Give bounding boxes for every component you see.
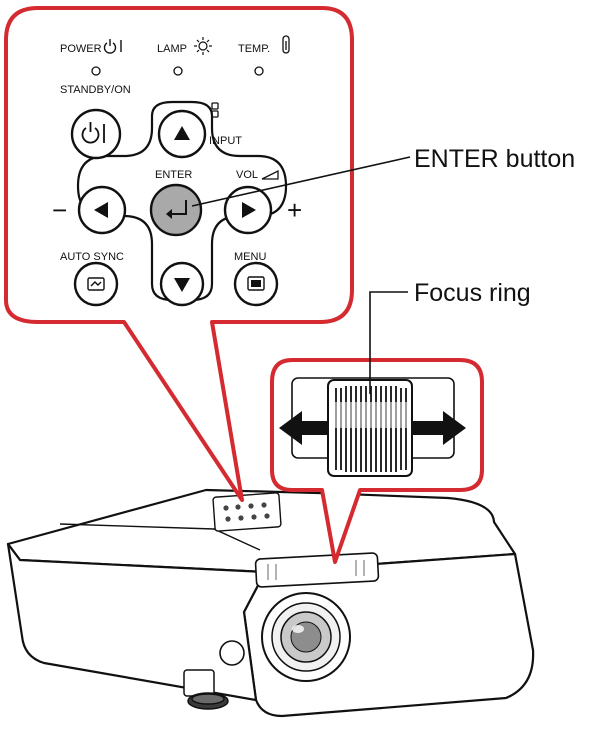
lens <box>261 592 351 682</box>
focus-ring-callout-label: Focus ring <box>414 279 531 307</box>
enter-button[interactable] <box>149 183 203 237</box>
left-arrow-icon <box>94 202 108 218</box>
auto-sync-button[interactable] <box>73 261 119 307</box>
left-button[interactable] <box>77 185 127 235</box>
enter-label: ENTER <box>155 169 192 181</box>
focus-ring-zoom <box>279 377 466 477</box>
power-indicator-led <box>91 66 101 76</box>
right-arrow-icon <box>242 202 256 218</box>
mini-panel-buttons <box>223 502 270 522</box>
up-button[interactable] <box>157 109 207 159</box>
menu-label: MENU <box>234 251 266 263</box>
enter-return-icon <box>170 200 187 215</box>
power-indicator-label: POWER <box>60 43 102 55</box>
lamp-icon <box>194 37 212 55</box>
volume-icon <box>261 169 279 180</box>
vol-label: VOL <box>236 169 258 181</box>
enter-button-leader-line <box>191 156 411 207</box>
menu-icon <box>247 276 265 291</box>
focus-ring-leader-line <box>369 291 408 394</box>
lamp-indicator-label: LAMP <box>157 43 187 55</box>
plus-sign: + <box>287 195 302 225</box>
up-arrow-icon <box>174 126 190 140</box>
minus-sign: − <box>52 195 67 225</box>
right-button[interactable] <box>223 185 273 235</box>
standby-on-button[interactable] <box>70 108 122 160</box>
lamp-indicator-led <box>173 66 183 76</box>
focus-ring-opening <box>254 552 380 588</box>
input-icon <box>211 102 219 118</box>
standby-on-label: STANDBY/ON <box>60 84 131 96</box>
projector-left-face <box>6 542 267 702</box>
menu-button[interactable] <box>233 261 279 307</box>
mini-control-panel <box>212 492 282 532</box>
ir-receiver <box>219 640 245 666</box>
focus-ring-ridges <box>335 386 407 472</box>
down-button[interactable] <box>159 261 205 307</box>
enter-button-callout-label: ENTER button <box>414 145 575 173</box>
auto-sync-label: AUTO SYNC <box>60 251 124 263</box>
temp-indicator-label: TEMP. <box>238 43 270 55</box>
thermometer-icon <box>282 35 290 54</box>
left-arrow-icon <box>279 411 328 445</box>
input-label: INPUT <box>209 135 242 147</box>
power-icon <box>81 122 105 144</box>
temp-indicator-led <box>254 66 264 76</box>
adjustment-foot <box>183 669 229 710</box>
auto-sync-icon <box>87 277 105 291</box>
power-symbol-icon <box>103 39 122 54</box>
lamp-cover-line <box>59 523 261 551</box>
focus-ring-opening-ridges <box>267 560 365 580</box>
down-arrow-icon <box>174 278 190 292</box>
right-arrow-icon <box>412 411 466 445</box>
